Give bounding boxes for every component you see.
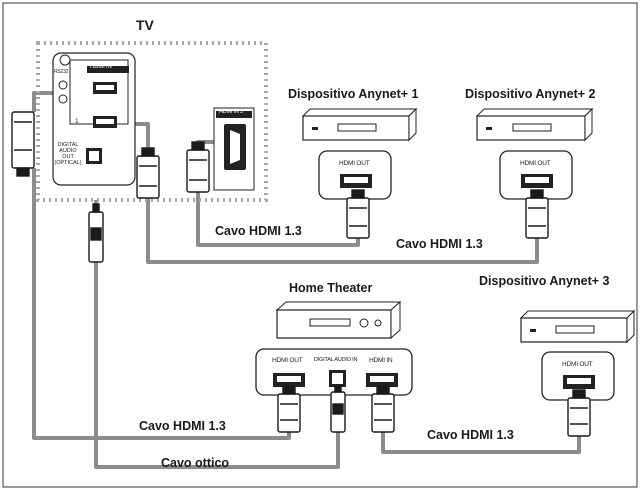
anynet1-label: Dispositivo Anynet+ 1 bbox=[288, 87, 419, 101]
small-jack-icon bbox=[58, 80, 68, 90]
tv-hdmi-in-tag: HDMI IN bbox=[90, 64, 112, 70]
home-theater-label: Home Theater bbox=[289, 281, 373, 295]
anynet-device-1 bbox=[301, 107, 418, 142]
hdmi-plug-icon bbox=[277, 385, 301, 433]
hdmi-plug-icon bbox=[136, 147, 160, 199]
hdmi-plug-icon bbox=[346, 189, 370, 239]
tv-input1-tag: 1 bbox=[75, 118, 79, 125]
optical-plugs bbox=[88, 203, 346, 433]
tv-rs232-tag: RS232 bbox=[54, 69, 69, 75]
small-jack-icon bbox=[58, 94, 68, 104]
cable-hdmi-label: Cavo HDMI 1.3 bbox=[215, 224, 302, 238]
tv-label: TV bbox=[136, 17, 154, 33]
hdmi-plugs bbox=[11, 111, 591, 437]
hdmi-plug-icon bbox=[525, 189, 549, 239]
anynet2-hdmi-out-tag: HDMI OUT bbox=[520, 160, 551, 167]
rs232-jack-icon bbox=[59, 54, 71, 66]
port-holder-anynet3 bbox=[541, 351, 615, 401]
hdmi-plug-icon bbox=[186, 141, 210, 193]
optical-plug-icon bbox=[88, 203, 104, 263]
cable-hdmi-home-theater-to-anynet3 bbox=[381, 432, 581, 454]
hdmi-in-header-bar bbox=[87, 66, 129, 73]
tv-dotted-outline bbox=[36, 41, 268, 202]
hdmi-plug-icon bbox=[567, 389, 591, 437]
cable-hdmi-label: Cavo HDMI 1.3 bbox=[427, 428, 514, 442]
ht-digital-audio-in-tag: DIGITAL AUDIO IN bbox=[314, 357, 358, 363]
anynet-device-3 bbox=[519, 309, 636, 344]
anynet3-label: Dispositivo Anynet+ 3 bbox=[479, 274, 610, 288]
tv-digital-audio-tag: DIGITAL AUDIO OUT (OPTICAL) bbox=[54, 142, 82, 166]
anynet1-hdmi-out-tag: HDMI OUT bbox=[339, 160, 370, 167]
hdmi-plug-icon bbox=[371, 385, 395, 433]
ht-hdmi-in-tag: HDMI IN bbox=[369, 357, 393, 364]
anynet-device-2 bbox=[475, 107, 594, 142]
port-holder-anynet2 bbox=[499, 150, 573, 200]
hdmi-plug-icon bbox=[11, 111, 35, 177]
ht-hdmi-out-tag: HDMI OUT bbox=[272, 357, 303, 364]
optical-plug-icon bbox=[330, 385, 346, 433]
hdmi-in3-header-bar bbox=[216, 111, 252, 118]
cable-hdmi-label: Cavo HDMI 1.3 bbox=[139, 419, 226, 433]
home-theater-device bbox=[275, 300, 402, 340]
cable-hdmi-label: Cavo HDMI 1.3 bbox=[396, 237, 483, 251]
tv-hdmi-in3-tag: HDMI IN 3 bbox=[219, 109, 243, 115]
cable-optical-label: Cavo ottico bbox=[161, 456, 230, 470]
anynet2-label: Dispositivo Anynet+ 2 bbox=[465, 87, 596, 101]
port-holder-home-theater bbox=[255, 348, 413, 396]
tv-panel bbox=[36, 41, 268, 202]
anynet3-hdmi-out-tag: HDMI OUT bbox=[562, 361, 593, 368]
